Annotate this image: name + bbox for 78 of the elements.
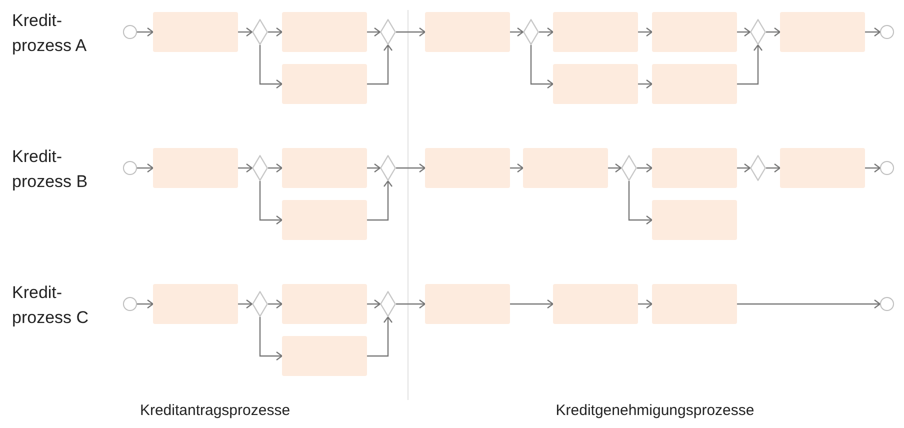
arrow — [259, 45, 283, 89]
arrow — [766, 27, 781, 37]
process-box — [282, 148, 367, 188]
process-box — [652, 12, 737, 52]
arrow — [238, 299, 253, 309]
arrow — [396, 163, 426, 173]
arrow — [238, 27, 253, 37]
arrow — [637, 163, 653, 173]
gateway-diamond — [750, 155, 766, 181]
gateway-diamond — [252, 291, 268, 317]
arrow — [865, 27, 881, 37]
arrow — [638, 299, 653, 309]
process-box — [282, 284, 367, 324]
process-box — [553, 64, 638, 104]
arrow — [530, 45, 554, 89]
arrow — [638, 79, 653, 89]
process-box — [652, 200, 737, 240]
process-box — [652, 284, 737, 324]
arrow — [238, 163, 253, 173]
process-box — [282, 336, 367, 376]
arrow — [367, 180, 393, 221]
arrow — [737, 27, 751, 37]
row-label: Kredit- prozess B — [12, 146, 89, 193]
section-label: Kreditgenehmigungsprozesse — [554, 401, 756, 421]
arrow — [137, 27, 154, 37]
gateway-diamond — [750, 19, 766, 45]
arrow — [608, 163, 622, 173]
process-box — [652, 148, 737, 188]
process-box — [425, 284, 510, 324]
process-box — [425, 12, 510, 52]
process-box — [153, 12, 238, 52]
arrow — [737, 44, 763, 85]
arrow — [510, 299, 554, 309]
process-box — [780, 12, 865, 52]
arrow — [268, 299, 283, 309]
arrow — [367, 163, 381, 173]
arrow — [396, 27, 426, 37]
arrow — [137, 299, 154, 309]
arrow — [367, 44, 393, 85]
arrow — [737, 299, 881, 309]
process-box — [780, 148, 865, 188]
arrow — [628, 181, 653, 225]
arrow — [259, 317, 283, 361]
arrow — [396, 299, 426, 309]
process-box — [282, 12, 367, 52]
gateway-diamond — [252, 19, 268, 45]
arrow — [865, 163, 881, 173]
process-box — [282, 64, 367, 104]
gateway-diamond — [621, 155, 637, 181]
process-box — [282, 200, 367, 240]
arrow — [367, 299, 381, 309]
gateway-diamond — [380, 19, 396, 45]
gateway-diamond — [380, 155, 396, 181]
row-label: Kredit- prozess A — [12, 10, 88, 57]
arrow — [367, 27, 381, 37]
arrow — [638, 27, 653, 37]
process-box — [153, 148, 238, 188]
gateway-diamond — [380, 291, 396, 317]
process-box — [553, 12, 638, 52]
process-box — [652, 64, 737, 104]
arrow — [510, 163, 524, 173]
arrow — [268, 163, 283, 173]
gateway-diamond — [252, 155, 268, 181]
process-box — [425, 148, 510, 188]
process-box — [553, 284, 638, 324]
arrow — [539, 27, 554, 37]
arrow — [510, 27, 524, 37]
arrow — [737, 163, 751, 173]
gateway-diamond — [523, 19, 539, 45]
process-box — [153, 284, 238, 324]
arrow — [268, 27, 283, 37]
section-label: Kreditantragsprozesse — [138, 401, 292, 421]
arrow — [367, 316, 393, 357]
process-box — [523, 148, 608, 188]
arrow — [137, 163, 154, 173]
arrow — [259, 181, 283, 225]
row-label: Kredit- prozess C — [12, 282, 90, 329]
arrow — [766, 163, 781, 173]
